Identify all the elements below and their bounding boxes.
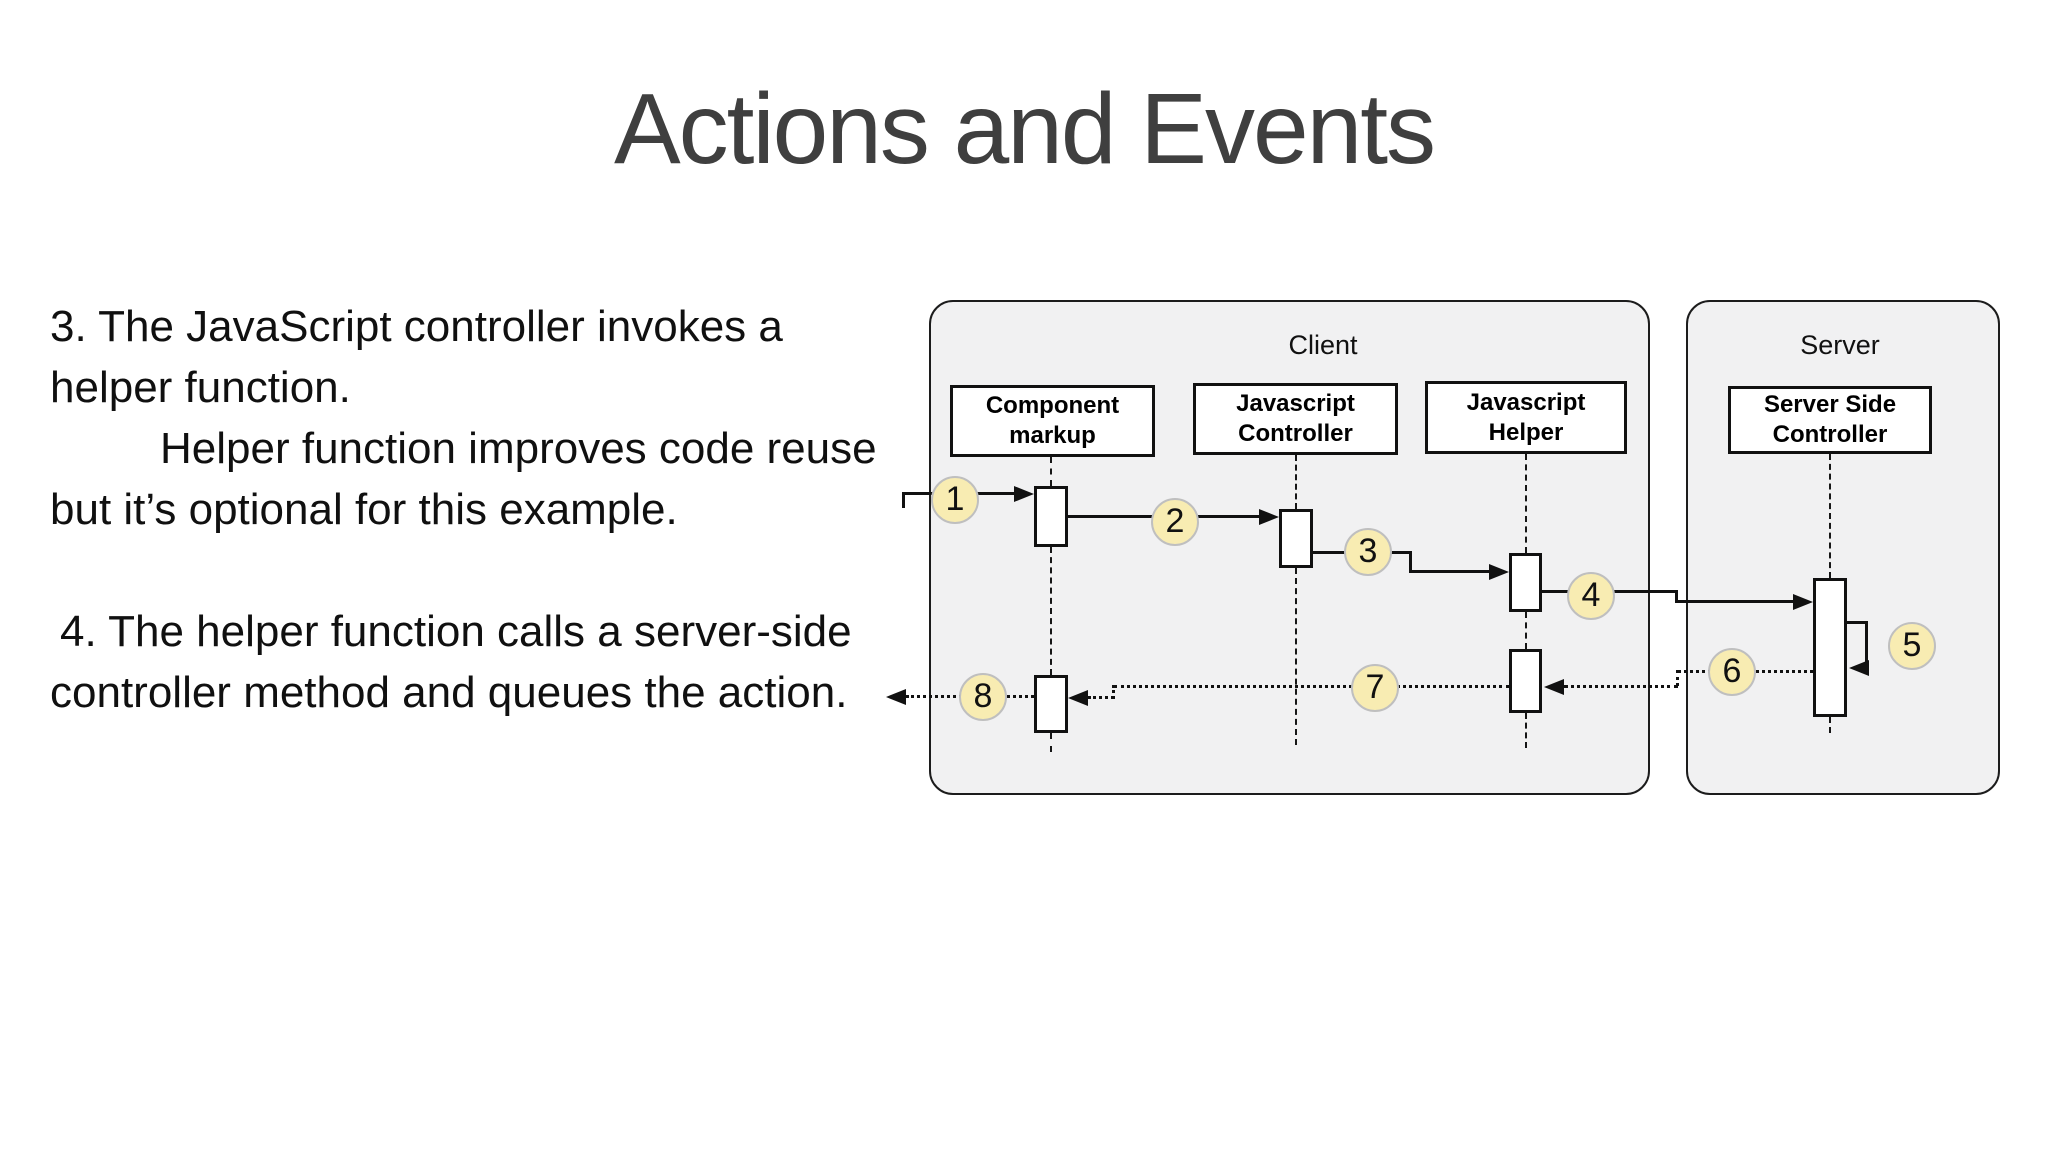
arrowhead-left-icon	[1544, 679, 1564, 695]
step-badge-8: 8	[959, 673, 1007, 721]
message-4-line	[1675, 600, 1793, 603]
lifeline-javascript-helper	[1525, 713, 1527, 748]
step-badge-7: 7	[1351, 664, 1399, 712]
actor-javascript-helper: Javascript Helper	[1425, 381, 1627, 454]
arrowhead-right-icon	[1793, 594, 1813, 610]
lifeline-component-markup	[1050, 457, 1052, 486]
step-badge-4: 4	[1567, 572, 1615, 620]
return-7-line	[1114, 685, 1509, 688]
client-panel-label: Client	[1288, 330, 1358, 360]
activation-component-markup-1	[1034, 486, 1068, 547]
step-badge-3: 3	[1344, 528, 1392, 576]
lifeline-server-side-controller	[1829, 717, 1831, 733]
actor-label-line: markup	[1009, 422, 1096, 449]
actor-label-line: Server Side	[1763, 391, 1897, 418]
note-line-2: helper function.	[50, 363, 351, 412]
lifeline-javascript-controller	[1295, 568, 1297, 745]
message-5-loop-line	[1847, 621, 1868, 624]
activation-javascript-helper-1	[1509, 553, 1542, 612]
actor-label-line: Component	[985, 392, 1120, 419]
lifeline-component-markup	[1050, 547, 1052, 675]
lifeline-javascript-controller	[1295, 455, 1297, 509]
message-5-loop-line	[1865, 621, 1868, 668]
note-line-4: but it’s optional for this example.	[50, 485, 678, 534]
server-panel	[1686, 300, 2000, 795]
note-line-1: 3. The JavaScript controller invokes a	[50, 302, 783, 351]
note-line-5	[50, 540, 950, 601]
activation-javascript-helper-2	[1509, 649, 1542, 713]
notes-block: 3. The JavaScript controller invokes a h…	[50, 296, 950, 723]
lifeline-component-markup	[1050, 733, 1052, 752]
arrowhead-right-icon	[1489, 564, 1509, 580]
return-6-step	[1676, 670, 1679, 686]
message-3-line	[1409, 570, 1491, 573]
arrowhead-left-icon	[1849, 660, 1869, 676]
arrowhead-right-icon	[1259, 509, 1279, 525]
activation-javascript-controller	[1279, 509, 1313, 568]
return-6-line	[1564, 685, 1678, 688]
lifeline-javascript-helper	[1525, 612, 1527, 649]
actor-server-side-controller: Server Side Controller	[1728, 386, 1932, 454]
step-badge-5: 5	[1888, 622, 1936, 670]
server-panel-label: Server	[1800, 330, 1880, 360]
return-7-step	[1112, 685, 1115, 699]
step-badge-1: 1	[931, 476, 979, 524]
activation-server-side-controller	[1813, 578, 1847, 717]
lifeline-server-side-controller	[1829, 454, 1831, 578]
return-7-line	[1088, 696, 1114, 699]
actor-label-line: Helper	[1488, 418, 1564, 446]
note-line-3: Helper function improves code reuse	[160, 424, 877, 473]
actor-component-markup: Component markup	[950, 385, 1155, 457]
slide-title: Actions and Events	[613, 73, 1436, 185]
note-line-7: controller method and queues the action.	[50, 668, 848, 717]
arrowhead-left-icon	[1068, 690, 1088, 706]
arrowhead-left-icon	[886, 689, 906, 705]
message-1-elbow	[902, 492, 905, 508]
actor-label-line: Javascript	[1466, 388, 1586, 416]
lifeline-javascript-helper	[1525, 454, 1527, 553]
note-line-6: 4. The helper function calls a server-si…	[60, 607, 852, 656]
step-badge-6: 6	[1708, 648, 1756, 696]
actor-label-line: Controller	[1772, 421, 1888, 448]
actor-javascript-controller: Javascript Controller	[1193, 383, 1398, 455]
message-4-step	[1675, 590, 1678, 603]
message-3-step	[1409, 551, 1412, 572]
activation-component-markup-2	[1034, 675, 1068, 733]
arrowhead-right-icon	[1014, 486, 1034, 502]
actor-label-line: Javascript	[1236, 390, 1355, 417]
step-badge-2: 2	[1151, 498, 1199, 546]
actor-label-line: Controller	[1238, 420, 1353, 447]
